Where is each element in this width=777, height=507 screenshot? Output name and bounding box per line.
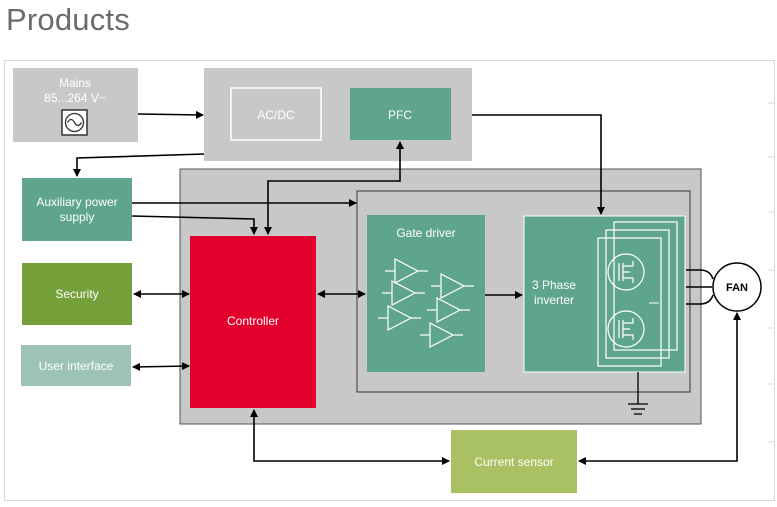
phase-lines xyxy=(686,269,714,305)
security-block[interactable]: Security xyxy=(22,263,132,325)
page-title: Products xyxy=(6,2,130,37)
user-interface-label: User interface xyxy=(39,359,114,373)
connections xyxy=(73,110,741,465)
frame-ticks xyxy=(768,102,775,443)
gate-driver-block[interactable]: Gate driver xyxy=(367,215,485,372)
sine-wave-icon xyxy=(61,109,88,136)
current-sensor-block[interactable]: Current sensor xyxy=(451,430,577,493)
fan-label: FAN xyxy=(726,282,748,294)
inverter-block[interactable]: 3 Phase inverter xyxy=(523,215,686,373)
mains-voltage: 85...264 V~ xyxy=(44,91,106,105)
acdc-block[interactable]: AC/DC xyxy=(230,87,322,141)
pfc-label: PFC xyxy=(388,108,412,122)
current-sensor-label: Current sensor xyxy=(474,455,553,469)
aux-label-line2: supply xyxy=(60,210,95,224)
controller-label: Controller xyxy=(227,314,279,328)
acdc-label: AC/DC xyxy=(257,108,295,122)
security-label: Security xyxy=(55,287,98,301)
driver-buffers-icon xyxy=(378,258,474,348)
mains-label: Mains xyxy=(59,76,91,90)
controller-block[interactable]: Controller xyxy=(190,236,316,408)
aux-label-line1: Auxiliary power xyxy=(36,195,117,209)
user-interface-block[interactable]: User interface xyxy=(21,345,131,386)
inverter-label-line1: 3 Phase xyxy=(532,278,576,292)
pfc-block[interactable]: PFC xyxy=(350,88,451,140)
diagram-frame xyxy=(4,60,775,501)
fan-block[interactable]: FAN xyxy=(712,262,762,312)
mains-block[interactable]: Mains 85...264 V~ xyxy=(13,68,138,142)
aux-power-block[interactable]: Auxiliary power supply xyxy=(22,178,132,241)
gate-driver-label: Gate driver xyxy=(396,226,455,240)
inverter-label-line2: inverter xyxy=(534,293,574,307)
